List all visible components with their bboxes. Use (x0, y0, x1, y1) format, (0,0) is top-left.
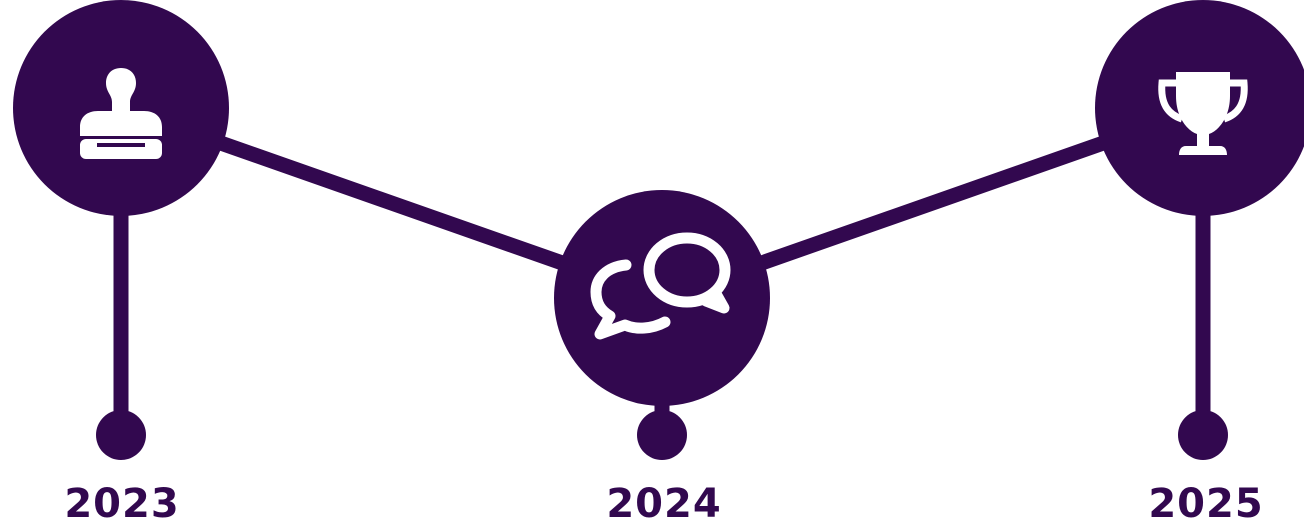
end-dot-2023 (96, 410, 146, 460)
year-label-2025: 2025 (1148, 481, 1264, 527)
trophy-icon (1158, 72, 1248, 155)
chat-bubbles-icon (590, 232, 731, 340)
year-label-2024: 2024 (606, 481, 722, 527)
end-dot-2025 (1178, 410, 1228, 460)
end-dot-2024 (637, 410, 687, 460)
stamp-icon (80, 68, 162, 159)
year-label-2023: 2023 (64, 481, 180, 527)
